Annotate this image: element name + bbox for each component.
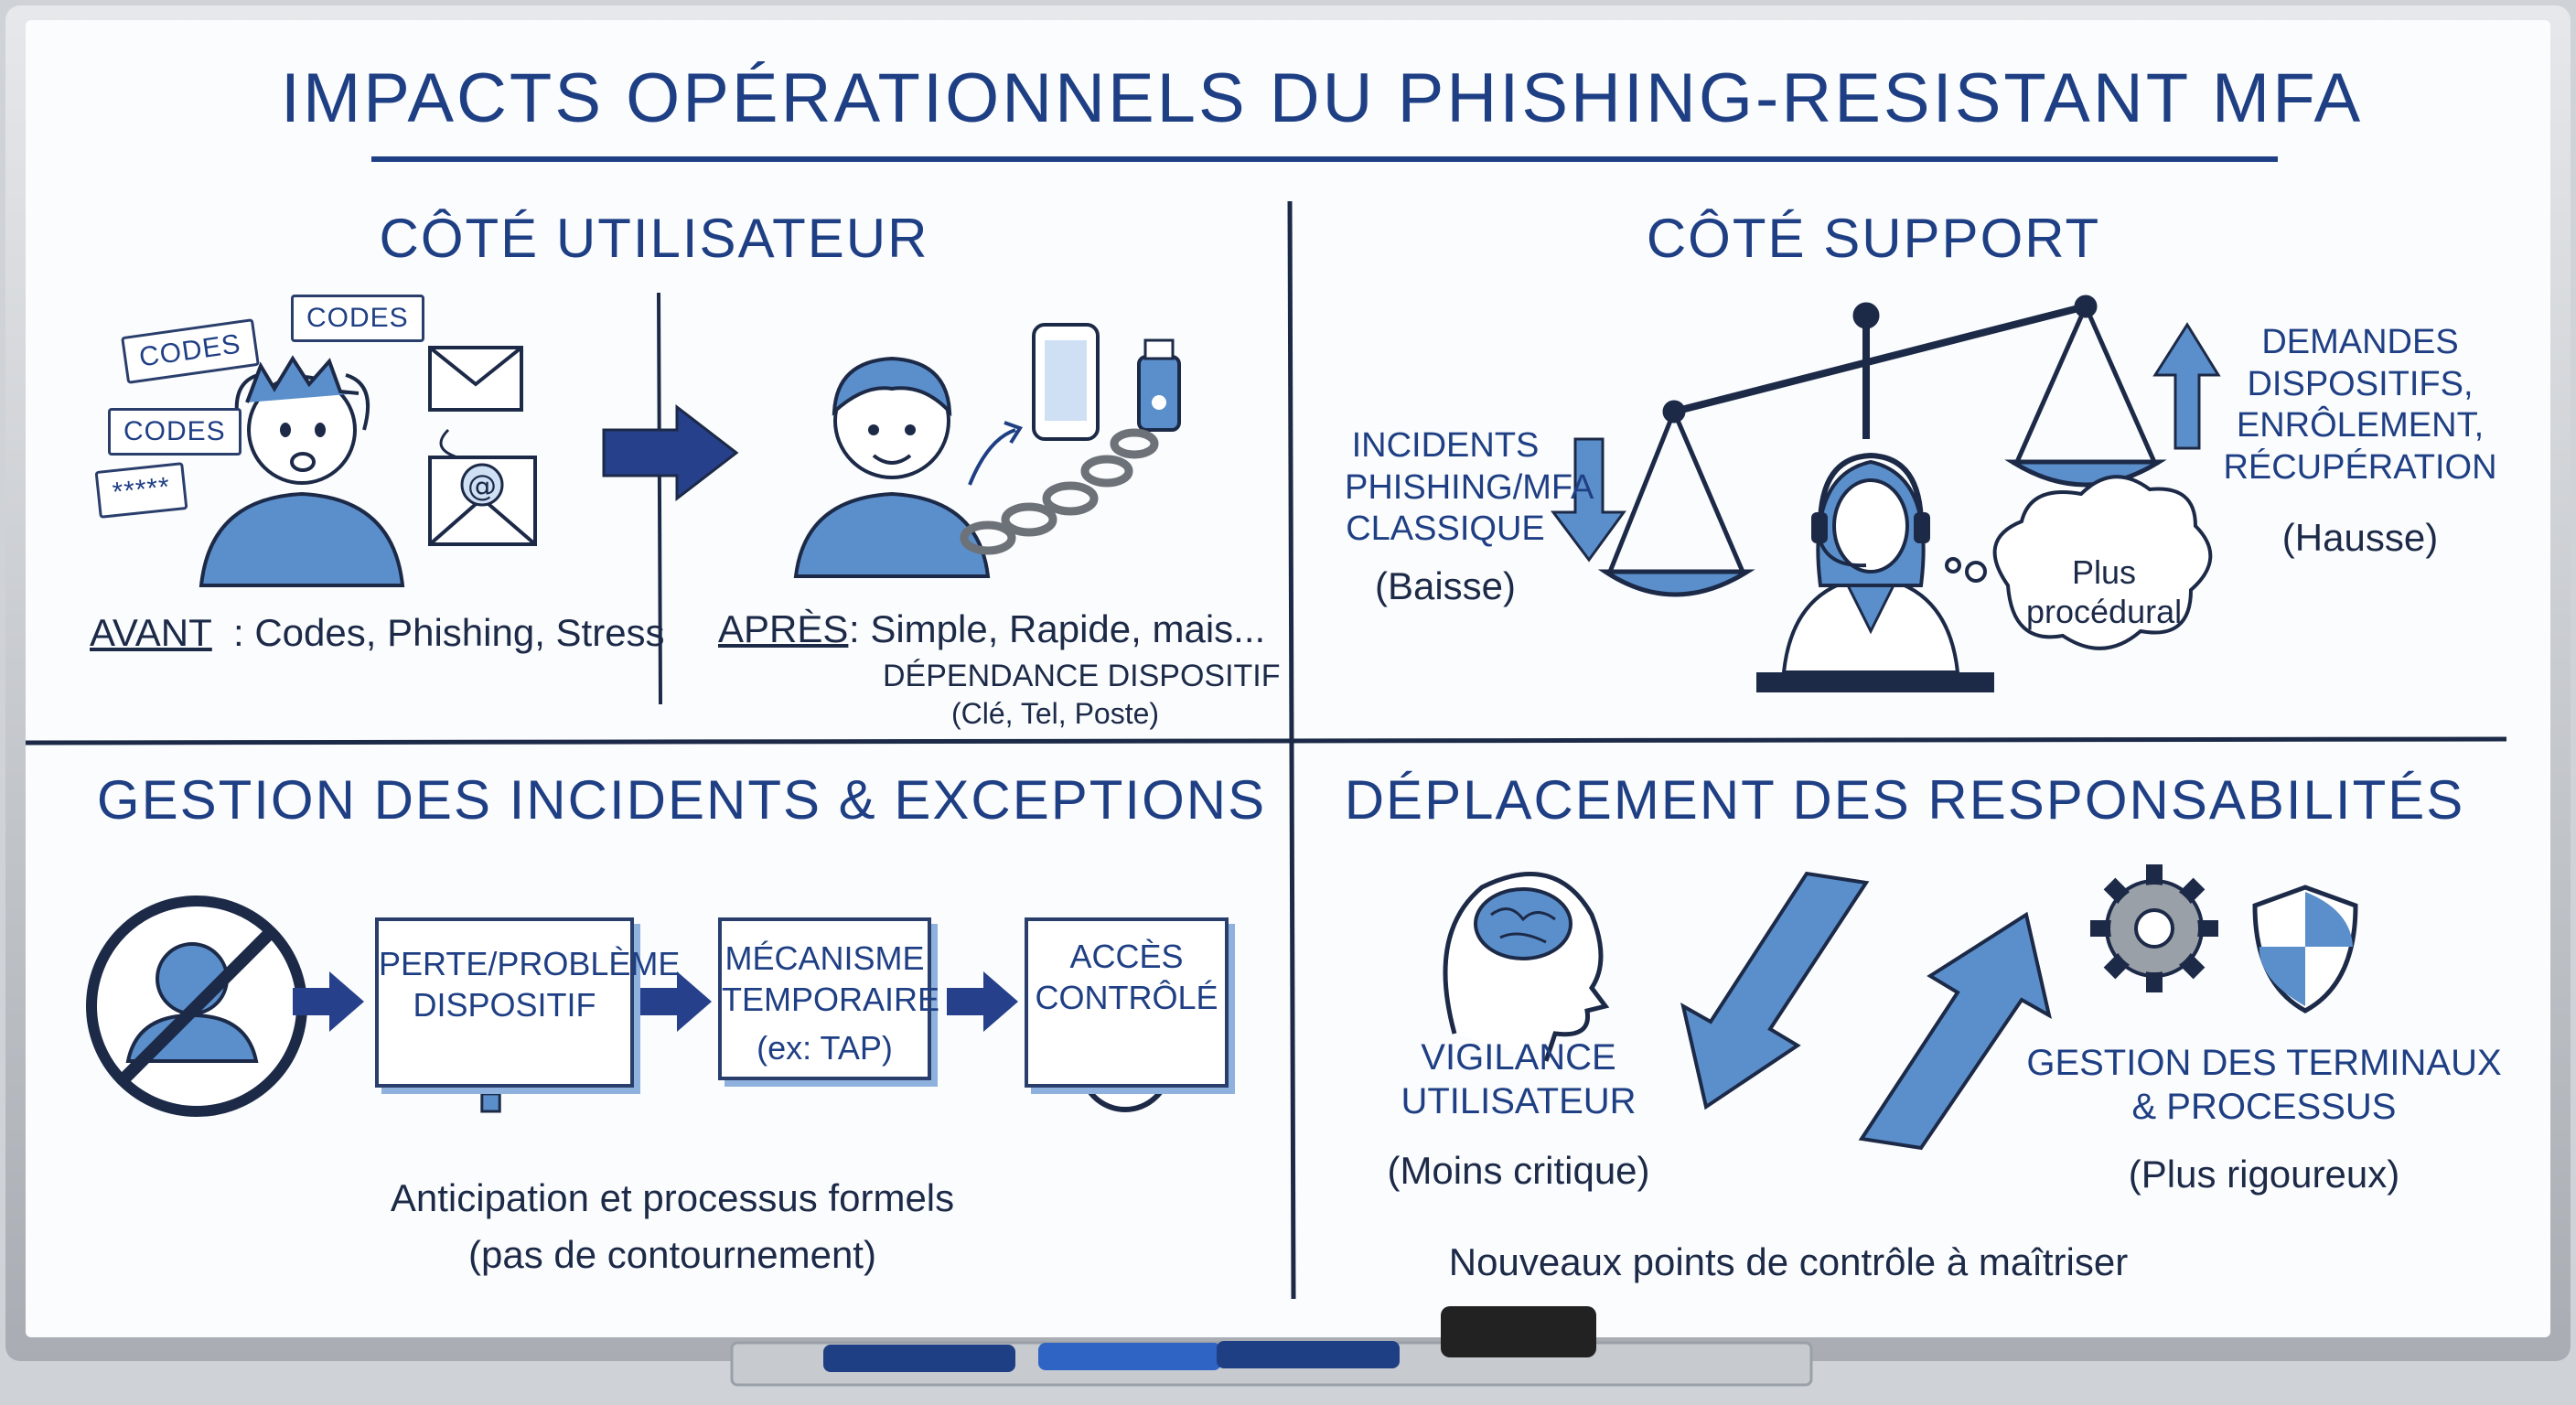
calm-user-icon bbox=[793, 356, 991, 578]
incidents-trend: (Baisse) bbox=[1374, 564, 1517, 607]
vertical-divider bbox=[1287, 200, 1296, 1300]
chain-icon bbox=[960, 428, 1159, 555]
envelope-icon bbox=[428, 346, 523, 459]
support-agent-icon bbox=[1756, 452, 1994, 692]
horizontal-divider bbox=[25, 736, 2507, 745]
after-text: : Simple, Rapide, mais... bbox=[849, 607, 1266, 650]
shield-icon bbox=[2252, 885, 2358, 1014]
thought-cloud bbox=[1945, 475, 2213, 650]
arrow-down-icon bbox=[1551, 437, 1626, 563]
blue-marker[interactable] bbox=[1038, 1343, 1221, 1370]
step-device-loss: PERTE/PROBLÈME DISPOSITIF bbox=[375, 917, 681, 1088]
eraser[interactable] bbox=[1441, 1306, 1596, 1357]
devices-note: (Clé, Tel, Poste) bbox=[951, 697, 1160, 730]
codes-bubble: CODES bbox=[108, 408, 242, 456]
incidents-note-line1: Anticipation et processus formels bbox=[390, 1176, 955, 1219]
stressed-user-icon bbox=[199, 355, 405, 587]
responsibility-heading: DÉPLACEMENT DES RESPONSABILITÉS bbox=[1344, 769, 2465, 831]
arrow-down-left-icon bbox=[1680, 871, 1870, 1110]
terminal-management-note: (Plus rigoureux) bbox=[2128, 1153, 2400, 1196]
user-side-heading: CÔTÉ UTILISATEUR bbox=[379, 208, 929, 269]
arrow-up-icon bbox=[2152, 322, 2221, 450]
user-vigilance-note: (Moins critique) bbox=[1387, 1149, 1650, 1192]
incidents-heading: GESTION DES INCIDENTS & EXCEPTIONS bbox=[96, 769, 1267, 831]
responsibility-footer: Nouveaux points de contrôle à maîtriser bbox=[1448, 1240, 2129, 1283]
step-controlled-access: ACCÈS CONTRÔLÉ bbox=[1025, 917, 1229, 1088]
requests-label: DEMANDES DISPOSITIFS, ENRÔLEMENT, RÉCUPÉ… bbox=[2223, 323, 2497, 487]
page-title: IMPACTS OPÉRATIONNELS DU PHISHING-RESIST… bbox=[280, 59, 2364, 137]
terminal-management-label: GESTION DES TERMINAUX & PROCESSUS bbox=[2026, 1043, 2502, 1127]
codes-bubble: CODES bbox=[291, 295, 424, 342]
arrow-up-right-icon bbox=[1858, 911, 2052, 1151]
blue-marker[interactable] bbox=[823, 1345, 1015, 1372]
support-side-heading: CÔTÉ SUPPORT bbox=[1646, 208, 2101, 269]
after-label: APRÈS bbox=[718, 607, 849, 650]
thought-text: Plus procédural bbox=[2026, 553, 2183, 631]
step-device-loss-text: PERTE/PROBLÈME DISPOSITIF bbox=[379, 945, 681, 1024]
gear-icon bbox=[2090, 864, 2218, 992]
usb-key-icon bbox=[1137, 338, 1181, 432]
balance-scale-icon bbox=[1597, 295, 2167, 597]
step-temporary-mechanism: MÉCANISME TEMPORAIRE (ex: TAP) bbox=[718, 917, 940, 1080]
before-label: AVANT bbox=[90, 611, 212, 654]
smartphone-icon bbox=[1032, 323, 1100, 441]
user-vigilance-label: VIGILANCE UTILISATEUR bbox=[1401, 1037, 1637, 1121]
no-user-icon bbox=[86, 896, 307, 1117]
step-temporary-mechanism-text: MÉCANISME TEMPORAIRE bbox=[722, 939, 940, 1018]
step-temporary-mechanism-sub: (ex: TAP) bbox=[757, 1029, 893, 1067]
brain-head-icon bbox=[1443, 872, 1610, 1062]
dependency-label: DÉPENDANCE DISPOSITIF bbox=[883, 659, 1281, 693]
before-after-arrow bbox=[602, 403, 739, 502]
svg-text:@: @ bbox=[467, 468, 497, 503]
incidents-note-line2: (pas de contournement) bbox=[468, 1233, 876, 1276]
incidents-label: INCIDENTS PHISHING/MFA CLASSIQUE bbox=[1345, 426, 1594, 549]
password-bubble: ***** bbox=[94, 462, 188, 519]
email-at-icon: @ bbox=[428, 456, 537, 546]
requests-trend: (Hausse) bbox=[2281, 516, 2439, 559]
blue-marker[interactable] bbox=[1217, 1341, 1400, 1368]
step-controlled-access-text: ACCÈS CONTRÔLÉ bbox=[1035, 938, 1218, 1016]
before-text: : Codes, Phishing, Stress bbox=[233, 611, 665, 654]
